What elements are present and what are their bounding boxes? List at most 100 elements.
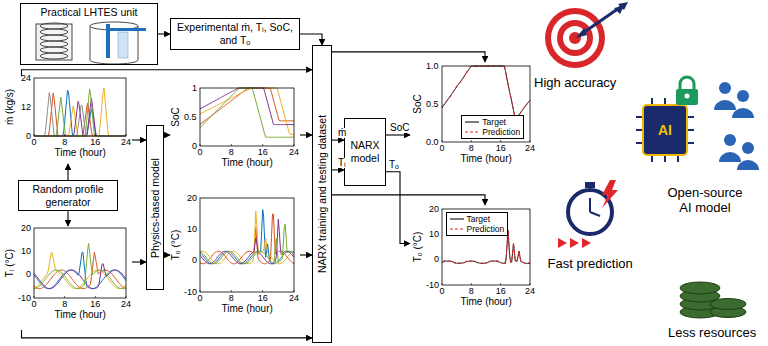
legend-label: Target	[482, 118, 506, 127]
tick-label: 0.5	[184, 113, 197, 122]
axis-title: Tₒ (°C)	[171, 230, 181, 261]
data-line	[34, 252, 126, 289]
legend-label: Prediction	[467, 225, 505, 234]
tick-label: -10	[18, 294, 31, 303]
connector	[300, 134, 312, 135]
connector	[158, 33, 170, 34]
tick-label: 8	[469, 287, 474, 296]
box-label: Random profile generator	[23, 183, 113, 208]
stopwatch-icon	[558, 180, 618, 248]
tick-label: 0	[198, 148, 203, 157]
data-line	[34, 88, 126, 136]
tick-mark	[34, 296, 35, 298]
tick-label: 24	[289, 294, 299, 303]
tick-label: 16	[496, 144, 506, 153]
legend-line	[450, 218, 464, 219]
connector	[164, 254, 170, 255]
data-line	[34, 93, 126, 137]
legend-line	[465, 121, 479, 122]
legend-label: Target	[467, 215, 491, 224]
tick-label: 16	[496, 287, 506, 296]
data-line	[34, 93, 126, 136]
tick-mark	[126, 296, 127, 298]
data-line	[34, 89, 126, 136]
connector	[386, 134, 410, 135]
tick-mark	[126, 134, 127, 136]
tick-label: 8	[229, 148, 234, 157]
plot-frame	[34, 78, 126, 136]
tick-mark	[231, 144, 232, 146]
tick-label: 1.0	[426, 62, 439, 71]
line-chart: SoC10.50081624Time (hour)	[170, 84, 300, 176]
tick-label: 12	[21, 103, 31, 112]
plot-frame	[200, 88, 294, 146]
connector	[22, 70, 313, 76]
chip-icon	[636, 77, 698, 162]
tick-label: 16	[90, 300, 100, 309]
plot-border	[442, 209, 530, 285]
tick-mark	[64, 296, 65, 298]
tick-label: 0	[198, 294, 203, 303]
connector-label: ṁ	[337, 128, 347, 138]
plot-border	[200, 198, 294, 292]
tick-label: 0	[32, 138, 37, 147]
tick-label: 10	[429, 230, 439, 239]
axis-title: Time (hour)	[461, 297, 512, 307]
chip-text: AI	[658, 122, 672, 138]
legend-line	[450, 228, 464, 229]
tick-label: 24	[525, 144, 535, 153]
tick-mark	[442, 283, 443, 285]
plot-frame	[34, 228, 126, 298]
tick-label: 0	[440, 287, 445, 296]
data-line	[200, 224, 294, 264]
tick-mark	[294, 144, 295, 146]
legend-entry: Prediction	[465, 127, 520, 137]
chart-legend: TargetPrediction	[461, 115, 524, 139]
box-label: Experimental ṁ, Tᵢ, SoC, and Tₒ	[175, 21, 295, 46]
tick-label: 24	[121, 300, 131, 309]
icon-caption: Less resources	[668, 326, 756, 341]
tick-label: 8	[469, 144, 474, 153]
connector	[332, 169, 344, 170]
tick-label: 24	[525, 287, 535, 296]
coins-icon	[680, 282, 746, 318]
line-chart: Tₒ (°C)20100-10081624Time (hour)	[170, 196, 300, 326]
process-box: Experimental ṁ, Tᵢ, SoC, and Tₒ	[170, 18, 300, 50]
plot-border	[34, 78, 126, 136]
axis-title: Tₒ (°C)	[413, 232, 423, 263]
connector	[332, 140, 344, 141]
tick-label: 10	[187, 225, 197, 234]
tick-label: 8	[62, 300, 67, 309]
data-line	[200, 88, 294, 134]
icon-caption: Fast prediction	[548, 257, 633, 272]
tick-mark	[442, 140, 443, 142]
connector-label: Tᵢ	[337, 158, 347, 168]
tick-mark	[231, 290, 232, 292]
legend-sample	[465, 119, 479, 125]
connector	[132, 261, 146, 262]
data-line	[200, 88, 294, 137]
legend-sample	[450, 226, 464, 232]
axis-title: Time (hour)	[55, 310, 106, 320]
axis-title: Time (hour)	[222, 158, 273, 168]
legend-label: Prediction	[482, 128, 520, 137]
tick-label: 8	[62, 138, 67, 147]
plot-border	[200, 88, 294, 146]
tick-mark	[500, 283, 501, 285]
tick-mark	[294, 290, 295, 292]
tick-label: 0.0	[426, 138, 439, 147]
axis-title: Time (hour)	[222, 304, 273, 314]
tick-label: 24	[121, 138, 131, 147]
legend-line	[465, 131, 479, 132]
connector	[332, 195, 485, 205]
axis-title: Tᵢ (°C)	[5, 249, 15, 277]
tick-label: 20	[21, 224, 31, 233]
axis-title: Time (hour)	[461, 154, 512, 164]
connector-label: Tₒ	[388, 160, 400, 170]
data-line	[34, 90, 126, 136]
tick-mark	[471, 140, 472, 142]
legend-entry: Target	[450, 214, 505, 224]
data-line	[34, 253, 126, 289]
tick-mark	[262, 144, 263, 146]
axis-title: ṁ (kg/s)	[5, 89, 15, 125]
